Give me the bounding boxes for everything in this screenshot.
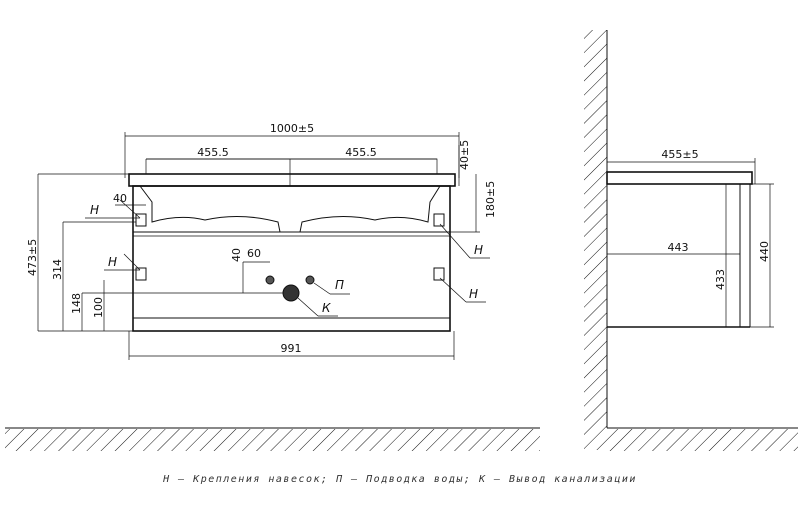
- dim-overall-width: 1000±5: [270, 122, 314, 135]
- dim-mount-height: 314: [51, 259, 64, 280]
- dim-side-inner-depth: 443: [668, 241, 689, 254]
- water-inlet-icon-2: [265, 275, 275, 285]
- dim-drain-offset-y: 40: [230, 248, 243, 262]
- dim-water-height: 100: [92, 297, 105, 318]
- dim-drain-offset-x: 60: [247, 247, 261, 260]
- marker-drain: К: [322, 301, 331, 315]
- marker-hanger-4: Н: [469, 287, 478, 301]
- wall-right: [584, 30, 608, 450]
- dim-mount-offset: 40: [113, 192, 127, 205]
- marker-hanger-1: Н: [90, 203, 99, 217]
- legend-text: Н – Крепления навесок; П – Подводка воды…: [163, 474, 637, 485]
- dim-right-sink: 455.5: [345, 146, 377, 159]
- drain-outlet-icon: [282, 284, 300, 302]
- marker-hanger-3: Н: [474, 243, 483, 257]
- dim-side-height: 440: [758, 241, 771, 262]
- front-view: [128, 158, 456, 332]
- floor-left: [5, 427, 540, 451]
- water-inlet-icon: [305, 275, 315, 285]
- side-view: [606, 171, 753, 328]
- front-dimensions: 1000±5 455.5 455.5 40±5 180±5 473±5 314 …: [26, 122, 497, 360]
- dim-side-inner-height: 433: [714, 269, 727, 290]
- dim-drain-height: 148: [70, 293, 83, 314]
- side-dimensions: 455±5 443 433 440: [607, 148, 774, 328]
- front-markers: Н Н Н Н П К: [85, 199, 490, 317]
- dim-side-depth: 455±5: [661, 148, 698, 161]
- dim-cabinet-width: 991: [281, 342, 302, 355]
- dim-top-thickness: 40±5: [458, 140, 471, 170]
- dim-basin-depth: 180±5: [484, 181, 497, 218]
- dim-overall-height: 473±5: [26, 239, 39, 276]
- dim-left-sink: 455.5: [197, 146, 229, 159]
- floor-right: [607, 427, 798, 451]
- marker-water: П: [335, 278, 344, 292]
- marker-hanger-2: Н: [108, 255, 117, 269]
